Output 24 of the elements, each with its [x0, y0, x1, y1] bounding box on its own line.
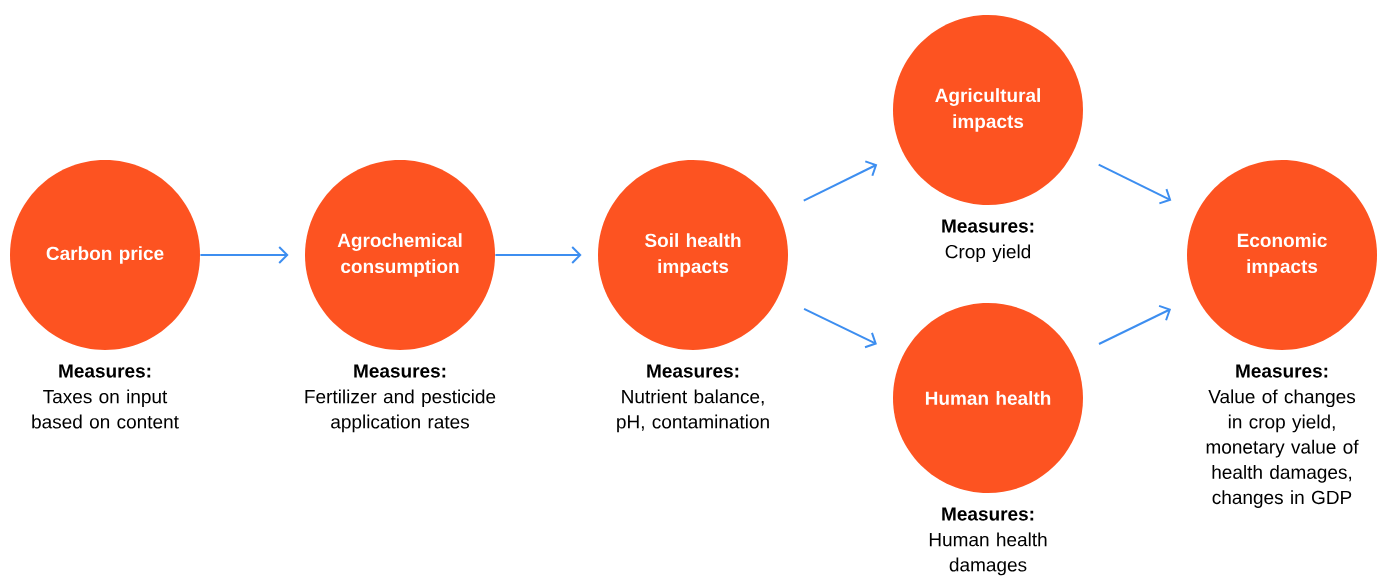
arrow — [802, 160, 878, 202]
arrow — [1097, 304, 1172, 345]
circle-node: Human health — [893, 303, 1083, 493]
measures-heading: Measures: — [1236, 364, 1328, 378]
measures-text: Fertilizer and pesticide application rates — [305, 389, 496, 433]
measures-text: Taxes on input based on content — [32, 389, 179, 429]
arrow — [494, 246, 582, 264]
measures-heading: Measures: — [942, 219, 1034, 233]
measures-text: Crop yield — [945, 244, 1031, 263]
arrow — [803, 307, 877, 349]
circle-node: Agrochemical consumption — [305, 160, 495, 350]
arrow — [1097, 163, 1172, 205]
arrow — [199, 246, 289, 264]
circle-node: Soil health impacts — [598, 160, 788, 350]
measures-heading: Measures: — [59, 364, 151, 378]
circle-node: Carbon price — [10, 160, 200, 350]
measures-heading: Measures: — [647, 364, 739, 378]
measures-text: Human health damages — [929, 532, 1047, 576]
measures-heading: Measures: — [942, 507, 1034, 521]
measures-text: Value of changes in crop yield, monetary value of health damages, changes in GDP — [1206, 389, 1359, 508]
measures-text: Nutrient balance, pH, contamination — [617, 389, 769, 433]
measures-heading: Measures: — [354, 364, 446, 378]
circle-node: Economic impacts — [1187, 160, 1377, 350]
circle-node: Agricultural impacts — [893, 15, 1083, 205]
